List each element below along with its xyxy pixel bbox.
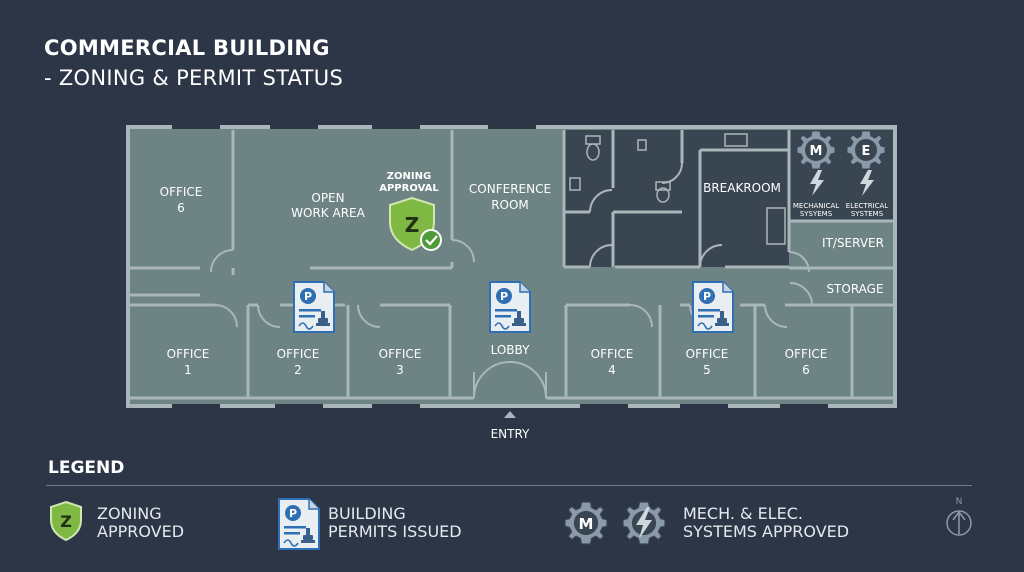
zoning-letter: Z [405,213,420,237]
legend-permit-doc-icon: P [278,498,320,550]
label-office-6-left-line1: OFFICE [160,185,203,199]
label-electrical-line2: SYSTEMS [851,210,884,218]
label-mechanical-line2: SYSYEMS [800,210,833,218]
legend-permit-letter: P [289,507,297,520]
legend-title: LEGEND [48,458,125,478]
label-office-1-line2: 1 [184,363,192,377]
permit-doc-icon-office-5: P [692,281,734,333]
zoning-badge-line2: APPROVAL [379,183,439,194]
entry-arrow-icon [504,411,516,418]
interior-walls [130,130,893,400]
legend-mechanical-gear-icon: M [564,501,608,545]
label-it-server: IT/SERVER [822,236,884,250]
electrical-gear-icon: E [846,130,886,196]
label-office-5-line1: OFFICE [686,347,729,361]
legend-zoning-line1: ZONING [97,504,162,523]
label-office-3-line2: 3 [396,363,404,377]
zoning-shield-icon: Z [389,196,442,252]
label-lobby: LOBBY [491,343,531,357]
label-office-5-line2: 5 [703,363,711,377]
legend-zoning-line2: APPROVED [97,522,185,541]
windows [172,125,828,408]
permit-letter: P [500,290,508,303]
label-office-6-left-line2: 6 [177,201,185,215]
legend-systems-line1: MECH. & ELEC. [683,504,803,523]
mechanical-gear-icon: M [796,130,836,196]
legend-systems-line2: SYSTEMS APPROVED [683,522,850,541]
label-office-6-right-line2: 6 [802,363,810,377]
north-label: N [956,497,963,507]
label-office-4-line1: OFFICE [591,347,634,361]
legend-zoning-shield-icon: Z [50,500,82,542]
page-title: COMMERCIAL BUILDING [44,36,330,60]
label-electrical-line1: ELECTRICAL [846,202,889,210]
permit-doc-icon-lobby: P [489,281,531,333]
label-office-2-line2: 2 [294,363,302,377]
permit-letter: P [703,290,711,303]
label-office-3-line1: OFFICE [379,347,422,361]
restroom-fixtures [569,133,786,245]
legend-zoning-letter: Z [60,512,72,531]
legend-divider [46,485,972,486]
label-open-work-line2: WORK AREA [291,206,365,220]
restroom-block [564,130,789,267]
label-storage: STORAGE [826,282,883,296]
permit-doc-icon-office-2: P [293,281,335,333]
label-mechanical-line1: MECHANICAL [793,202,839,210]
legend-mech-letter: M [579,515,594,533]
label-open-work-line1: OPEN [311,191,344,205]
elec-letter: E [862,144,871,159]
label-conference-line2: ROOM [491,198,529,212]
label-conference-line1: CONFERENCE [469,182,551,196]
label-office-1-line1: OFFICE [167,347,210,361]
legend-electrical-gear-icon [622,501,666,545]
page-subtitle: - ZONING & PERMIT STATUS [44,66,344,90]
permit-letter: P [304,290,312,303]
north-arrow-icon: N [946,497,972,536]
label-office-2-line1: OFFICE [277,347,320,361]
label-breakroom: BREAKROOM [703,181,781,195]
label-entry: ENTRY [491,427,530,441]
label-office-6-right-line1: OFFICE [785,347,828,361]
legend-permits-line2: PERMITS ISSUED [328,522,462,541]
label-office-4-line2: 4 [608,363,616,377]
mech-letter: M [810,144,823,159]
zoning-badge-line1: ZONING [387,171,431,182]
legend-permits-line1: BUILDING [328,504,406,523]
